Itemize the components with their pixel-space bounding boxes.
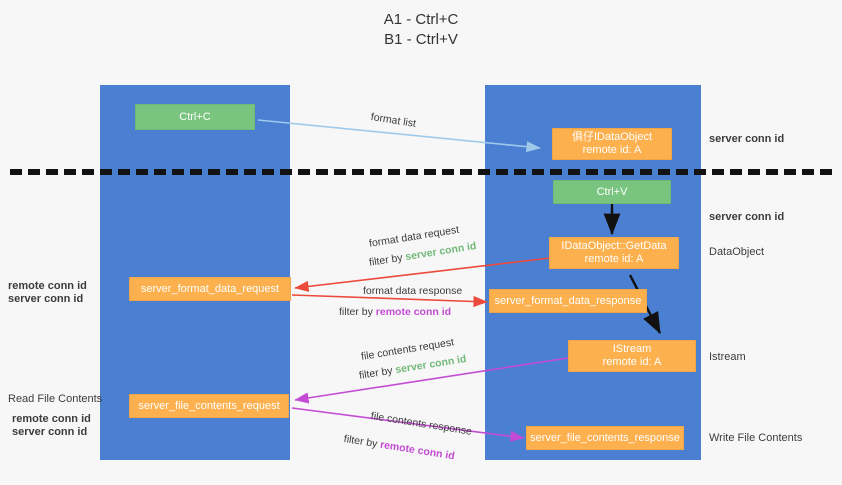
edge-label-format-list: format list xyxy=(369,110,417,130)
node-getdata-line2: remote id: A xyxy=(584,253,644,265)
filter-prefix-2: filter by xyxy=(339,306,376,318)
node-istream[interactable]: IStream remote id: A xyxy=(568,340,696,372)
phase-divider xyxy=(10,169,832,175)
node-ctrl-c[interactable]: Ctrl+C xyxy=(135,104,255,130)
label-left-server-conn-id-1: server conn id xyxy=(8,293,84,305)
node-ctrl-v[interactable]: Ctrl+V xyxy=(553,180,671,204)
page-title: A1 - Ctrl+C B1 - Ctrl+V xyxy=(383,11,459,48)
node-server-format-data-request-label: server_format_data_request xyxy=(140,282,280,295)
filter-key-4: remote conn id xyxy=(379,438,456,463)
label-right-dataobject: DataObject xyxy=(709,246,765,258)
node-idataobject[interactable]: 俱仔IDataObject remote id: A xyxy=(552,128,672,160)
label-left-remote-conn-id-1: remote conn id xyxy=(8,280,87,292)
label-left-server-conn-id-2: server conn id xyxy=(12,426,88,438)
label-right-write-file-contents: Write File Contents xyxy=(709,432,803,444)
node-istream-line1: IStream xyxy=(612,343,652,355)
node-idataobject-getdata[interactable]: IDataObject::GetData remote id: A xyxy=(549,237,679,269)
node-ctrl-c-label: Ctrl+C xyxy=(179,110,211,123)
node-server-format-data-response-label: server_format_data_response xyxy=(494,294,642,307)
filter-key-2: remote conn id xyxy=(375,306,452,318)
node-idataobject-line1: 俱仔IDataObject xyxy=(571,131,653,143)
node-server-file-contents-response-label: server_file_contents_response xyxy=(530,431,680,444)
node-istream-line2: remote id: A xyxy=(602,356,662,368)
label-right-istream: Istream xyxy=(709,351,746,363)
node-getdata-line1: IDataObject::GetData xyxy=(561,240,667,252)
edge-label-file-contents-response: file contents response xyxy=(369,409,473,438)
label-left-read-file-contents: Read File Contents xyxy=(8,393,103,405)
node-server-file-contents-request[interactable]: server_file_contents_request xyxy=(129,394,289,418)
edge-label-file-contents-response-filter: filter by remote conn id xyxy=(343,432,456,463)
label-right-server-conn-id-mid: server conn id xyxy=(709,211,785,223)
node-idataobject-line2: remote id: A xyxy=(582,144,642,156)
filter-prefix-1: filter by xyxy=(368,251,407,269)
node-ctrl-v-label: Ctrl+V xyxy=(596,185,628,198)
node-server-format-data-request[interactable]: server_format_data_request xyxy=(129,277,291,301)
label-right-server-conn-id-top: server conn id xyxy=(709,133,785,145)
filter-prefix-4: filter by xyxy=(342,432,382,451)
label-left-remote-conn-id-2: remote conn id xyxy=(12,413,91,425)
node-server-file-contents-response[interactable]: server_file_contents_response xyxy=(526,426,684,450)
edge-label-format-data-response: format data response xyxy=(363,285,463,297)
node-server-file-contents-request-label: server_file_contents_request xyxy=(138,399,280,412)
filter-prefix-3: filter by xyxy=(358,364,397,382)
node-server-format-data-response[interactable]: server_format_data_response xyxy=(489,289,647,313)
edge-label-format-data-response-filter: filter by remote conn id xyxy=(339,305,451,319)
